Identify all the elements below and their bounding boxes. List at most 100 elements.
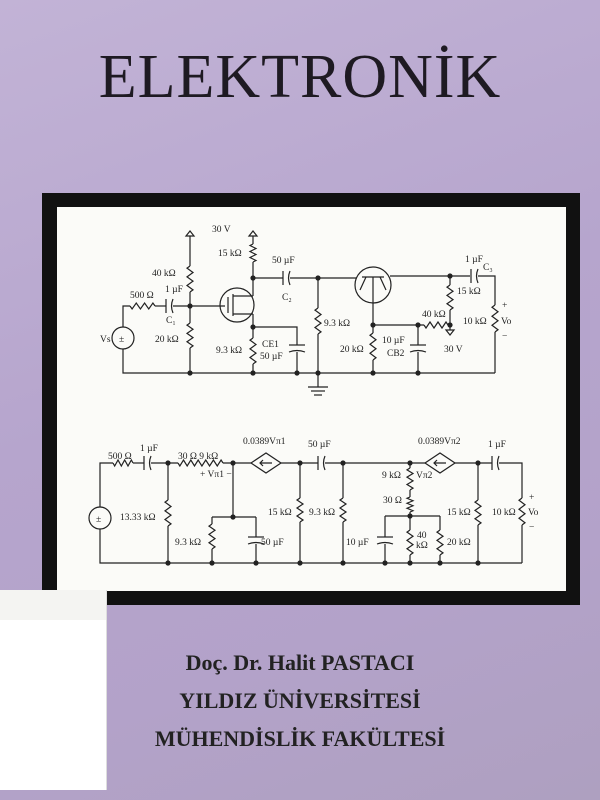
junction-dot	[209, 560, 215, 566]
supply-arrow-icon	[247, 230, 259, 237]
label-supply2: 30 V	[444, 345, 463, 355]
label-plus: +	[502, 301, 507, 311]
label-c1-name: C₁	[166, 316, 176, 326]
supply-arrow-icon	[444, 329, 456, 336]
resistor-symbol	[185, 265, 195, 293]
junction-dot	[315, 370, 321, 376]
label-b-v-pi2: Vπ2	[416, 471, 433, 481]
university-name: YILDIZ ÜNİVERSİTESİ	[179, 688, 421, 713]
label-b-r-pi2: 9 kΩ	[382, 471, 401, 481]
voltage-source-icon	[111, 326, 135, 350]
wire	[253, 326, 298, 345]
wire	[359, 276, 367, 291]
resistor-symbol	[177, 458, 201, 468]
label-b-r-load: 10 kΩ	[492, 508, 516, 518]
label-b-r-pi1: 30 Ω 9 kΩ	[178, 452, 218, 462]
capacitor-symbol	[288, 349, 306, 353]
capacitor-symbol	[287, 270, 291, 286]
wire	[99, 462, 113, 507]
voltage-source-icon	[88, 506, 112, 530]
label-b-gm1: 0.0389Vπ1	[243, 437, 286, 447]
resistor-symbol	[112, 458, 134, 468]
label-c2-value: 50 µF	[272, 256, 295, 266]
label-ce1-name: CE1	[262, 340, 279, 350]
label-b-r-eq: 13.33 kΩ	[120, 513, 156, 523]
wire	[499, 462, 523, 498]
label-r-fet-source: 9.3 kΩ	[216, 346, 242, 356]
label-b-r-g: 9.3 kΩ	[309, 508, 335, 518]
diagram-panel	[57, 207, 566, 591]
junction-dot	[475, 560, 481, 566]
library-label	[0, 620, 106, 790]
book-title: ELEKTRONİK	[98, 43, 502, 111]
supply-arrow-icon	[184, 230, 196, 237]
capacitor-symbol	[475, 268, 479, 284]
label-b-plus: +	[529, 493, 534, 503]
junction-dot	[297, 560, 303, 566]
wire	[122, 349, 495, 374]
label-c1-value: 1 µF	[165, 285, 183, 295]
resistor-symbol	[207, 523, 217, 550]
resistor-symbol	[518, 497, 526, 526]
label-r-load: 10 kΩ	[463, 317, 487, 327]
resistor-symbol	[405, 467, 415, 491]
top-circuit-labels: 30 V 15 kΩ 50 µF C₂ 40 kΩ 1 µF 500 Ω C₁ …	[100, 225, 512, 362]
junction-dot	[447, 322, 453, 328]
junction-dot	[415, 370, 421, 376]
junction-dot	[370, 370, 376, 376]
label-vs: Vs	[100, 335, 111, 345]
resistor-symbol	[313, 307, 323, 335]
capacitor-symbol	[148, 455, 152, 471]
label-c3-value: 1 µF	[465, 255, 483, 265]
resistor-symbol	[473, 499, 483, 526]
capacitor-symbol	[376, 541, 394, 545]
capacitor-symbol	[170, 298, 174, 314]
label-r-base: 20 kΩ	[340, 345, 364, 355]
arrow-icon	[259, 459, 272, 467]
label-b-r-40: 40	[417, 531, 427, 541]
fet-transistor-icon	[219, 287, 255, 323]
label-b-c-couple: 50 µF	[308, 440, 331, 450]
label-b-vo: Vo	[528, 508, 539, 518]
label-r-feedback: 40 kΩ	[422, 310, 446, 320]
resistor-symbol	[491, 304, 499, 333]
faculty-name: MÜHENDİSLİK FAKÜLTESİ	[154, 726, 446, 751]
resistor-symbol	[435, 529, 445, 556]
label-r-source: 500 Ω	[130, 291, 154, 301]
label-r-collector: 15 kΩ	[457, 287, 481, 297]
label-r-gate2: 9.3 kΩ	[324, 319, 350, 329]
label-b-c-s: 50 µF	[261, 538, 284, 548]
arrow-icon	[433, 459, 446, 467]
resistor-symbol	[199, 458, 224, 468]
label-r-drain: 15 kΩ	[218, 249, 242, 259]
capacitor-symbol	[409, 349, 427, 353]
resistor-symbol	[338, 497, 348, 523]
label-b-r-b: 30 Ω	[383, 496, 402, 506]
junction-dot	[340, 560, 346, 566]
resistor-symbol	[248, 243, 258, 263]
resistor-symbol	[129, 301, 156, 311]
resistor-symbol	[185, 322, 195, 349]
label-b-source-sign: ±	[96, 515, 101, 525]
resistor-symbol	[369, 332, 377, 361]
label-b-minus: −	[529, 523, 534, 533]
wire	[99, 529, 522, 564]
junction-dot	[407, 560, 413, 566]
label-c2-name: C₂	[282, 293, 292, 303]
label-cb2-value: 10 µF	[382, 336, 405, 346]
label-b-c-out: 1 µF	[488, 440, 506, 450]
resistor-symbol	[248, 337, 258, 365]
label-b-c-b: 10 µF	[346, 538, 369, 548]
resistor-symbol	[445, 284, 455, 311]
resistor-symbol	[163, 499, 173, 527]
label-cb2-name: CB2	[387, 349, 405, 359]
label-supply: 30 V	[212, 225, 231, 235]
bottom-circuit-labels: 500 Ω 1 µF 13.33 kΩ 30 Ω 9 kΩ + Vπ1 − 0.…	[96, 335, 539, 551]
junction-dot	[294, 370, 300, 376]
label-vo: Vo	[501, 317, 512, 327]
junction-dot	[187, 303, 193, 309]
label-r-bias-bottom: 20 kΩ	[155, 335, 179, 345]
label-b-v-pi1: + Vπ1 −	[200, 470, 232, 480]
resistor-symbol	[295, 497, 305, 523]
